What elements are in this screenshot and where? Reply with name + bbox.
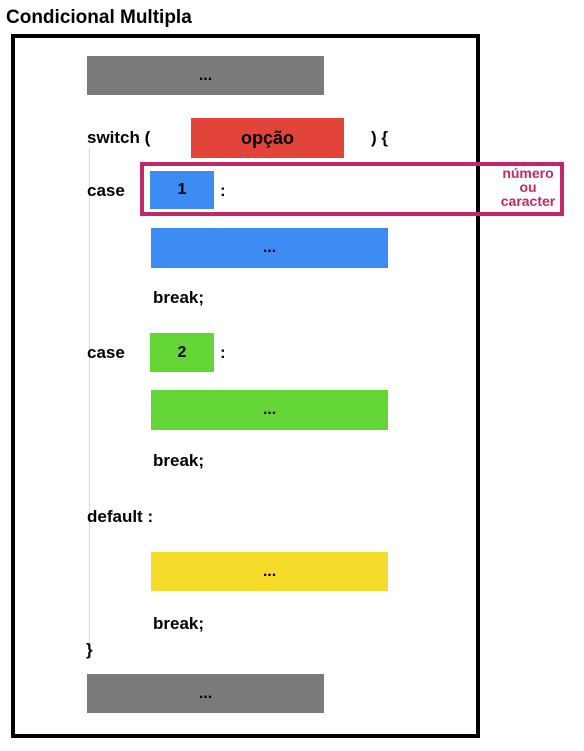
annotation-line-2: ou bbox=[519, 179, 537, 195]
switch-closing-brace: } bbox=[86, 640, 93, 659]
case2-break: break; bbox=[153, 451, 205, 470]
annotation-line-1: número bbox=[502, 165, 554, 181]
case2-body-block: ... bbox=[151, 390, 388, 430]
case1-break: break; bbox=[153, 288, 205, 307]
code-frame bbox=[11, 34, 480, 738]
default-keyword: default : bbox=[87, 507, 154, 526]
case-value-highlight bbox=[140, 162, 564, 216]
case1-value-block: 1 bbox=[150, 171, 214, 209]
case1-keyword: case bbox=[87, 181, 125, 200]
case-value-annotation: número ou caracter bbox=[480, 166, 576, 208]
diagram-title: Condicional Multipla bbox=[6, 7, 192, 28]
default-break: break; bbox=[153, 614, 205, 633]
annotation-line-3: caracter bbox=[500, 193, 556, 209]
case1-colon: : bbox=[220, 181, 226, 200]
case2-keyword: case bbox=[87, 343, 125, 362]
bottom-code-block: ... bbox=[87, 674, 324, 713]
default-body-block: ... bbox=[151, 552, 388, 591]
case2-value-block: 2 bbox=[150, 333, 214, 372]
case2-colon: : bbox=[220, 343, 226, 362]
switch-keyword: switch ( bbox=[87, 128, 151, 147]
top-code-block: ... bbox=[87, 56, 324, 95]
switch-open-brace: ) { bbox=[371, 128, 388, 147]
indent-guide bbox=[89, 148, 90, 658]
switch-option-block: opção bbox=[191, 118, 344, 158]
case1-body-block: ... bbox=[151, 228, 388, 268]
